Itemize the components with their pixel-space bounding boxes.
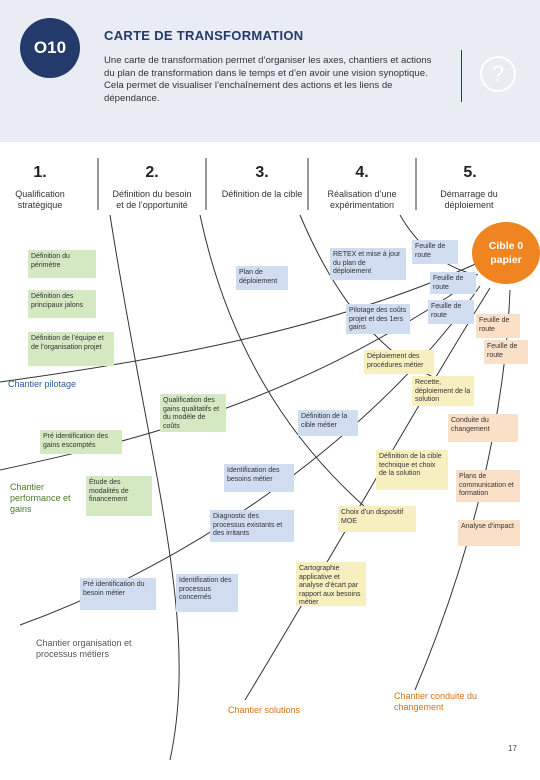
- box-pilotage-couts: Pilotage des coûts projet et des 1ers ga…: [346, 304, 410, 334]
- box-pre-identification-besoin: Pré identification du besoin métier: [80, 578, 156, 610]
- box-equipe-organisation: Définition de l’équipe et de l’organisat…: [28, 332, 114, 366]
- box-diagnostic-processus: Diagnostic des processus existants et de…: [210, 510, 294, 542]
- step-5-number: 5.: [463, 164, 477, 181]
- target-badge: Cible 0 papier: [472, 222, 540, 284]
- radial-divider-2: [199, 214, 381, 521]
- help-icon[interactable]: ?: [480, 56, 516, 92]
- box-retex: RETEX et mise à jour du plan de déploiem…: [330, 248, 406, 280]
- step-1-number: 1.: [33, 164, 47, 181]
- box-deploiement-procedures: Déploiement des procédures métier: [364, 350, 434, 374]
- box-cible-metier: Définition de la cible métier: [298, 410, 358, 436]
- lane-curve-pilotage: [0, 261, 481, 383]
- label-chantier-organisation: Chantier organisation et processus métie…: [36, 638, 132, 659]
- box-feuille-route-5: Feuille de route: [484, 340, 528, 364]
- lane-curve-solutions: [244, 287, 491, 701]
- radial-divider-1: [109, 214, 180, 761]
- label-chantier-solutions: Chantier solutions: [228, 705, 301, 715]
- header-panel: O10 CARTE DE TRANSFORMATION Une carte de…: [0, 0, 540, 142]
- step-3-number: 3.: [255, 164, 269, 181]
- page-description: Une carte de transformation permet d’org…: [104, 55, 432, 104]
- box-analyse-impact: Analyse d’impact: [458, 520, 520, 546]
- step-2-label: Définition du besoin et de l’opportunité: [112, 189, 192, 210]
- page-title: CARTE DE TRANSFORMATION: [104, 28, 304, 43]
- box-qualification-gains: Qualification des gains qualitatifs et d…: [160, 394, 226, 432]
- step-3-label: Définition de la cible: [221, 189, 303, 199]
- page-number: 17: [508, 744, 517, 753]
- label-chantier-conduite: Chantier conduite du changement: [394, 691, 478, 712]
- step-2-number: 2.: [145, 164, 159, 181]
- step-5-label: Démarrage du déploiement: [440, 189, 498, 210]
- sheet-badge: O10: [20, 18, 80, 78]
- box-definition-jalons: Définition des principaux jalons: [28, 290, 96, 318]
- box-plans-communication: Plans de communication et formation: [456, 470, 520, 502]
- box-recette-deploiement: Recette, déploiement de la solution: [412, 376, 474, 406]
- box-definition-perimetre: Définition du périmètre: [28, 250, 96, 278]
- label-chantier-performance: Chantier performance et gains: [10, 482, 71, 514]
- box-feuille-route-2: Feuille de route: [430, 272, 476, 294]
- box-cible-technique: Définition de la cible technique et choi…: [376, 450, 448, 490]
- header-divider: [461, 50, 462, 102]
- box-processus-concernes: Identification des processus concernés: [176, 574, 238, 612]
- box-plan-deploiement: Plan de déploiement: [236, 266, 288, 290]
- step-4-number: 4.: [355, 164, 369, 181]
- box-feuille-route-1: Feuille de route: [412, 240, 458, 264]
- step-1-label: Qualification stratégique: [15, 189, 65, 210]
- box-feuille-route-3: Feuille de route: [428, 300, 474, 324]
- label-chantier-pilotage: Chantier pilotage: [8, 379, 77, 389]
- box-modalites-financement: Étude des modalités de financement: [86, 476, 152, 516]
- step-4-label: Réalisation d’une expérimentation: [327, 189, 397, 210]
- box-pre-identification-gains: Pré identification des gains escomptés: [40, 430, 122, 454]
- box-feuille-route-4: Feuille de route: [476, 314, 520, 338]
- box-choix-moe: Choix d’un dispositif MOE: [338, 506, 416, 532]
- box-besoins-metier: Identification des besoins métier: [224, 464, 294, 492]
- box-conduite-changement: Conduite du changement: [448, 414, 518, 442]
- box-cartographie-applicative: Cartographie applicative et analyse d’éc…: [296, 562, 366, 606]
